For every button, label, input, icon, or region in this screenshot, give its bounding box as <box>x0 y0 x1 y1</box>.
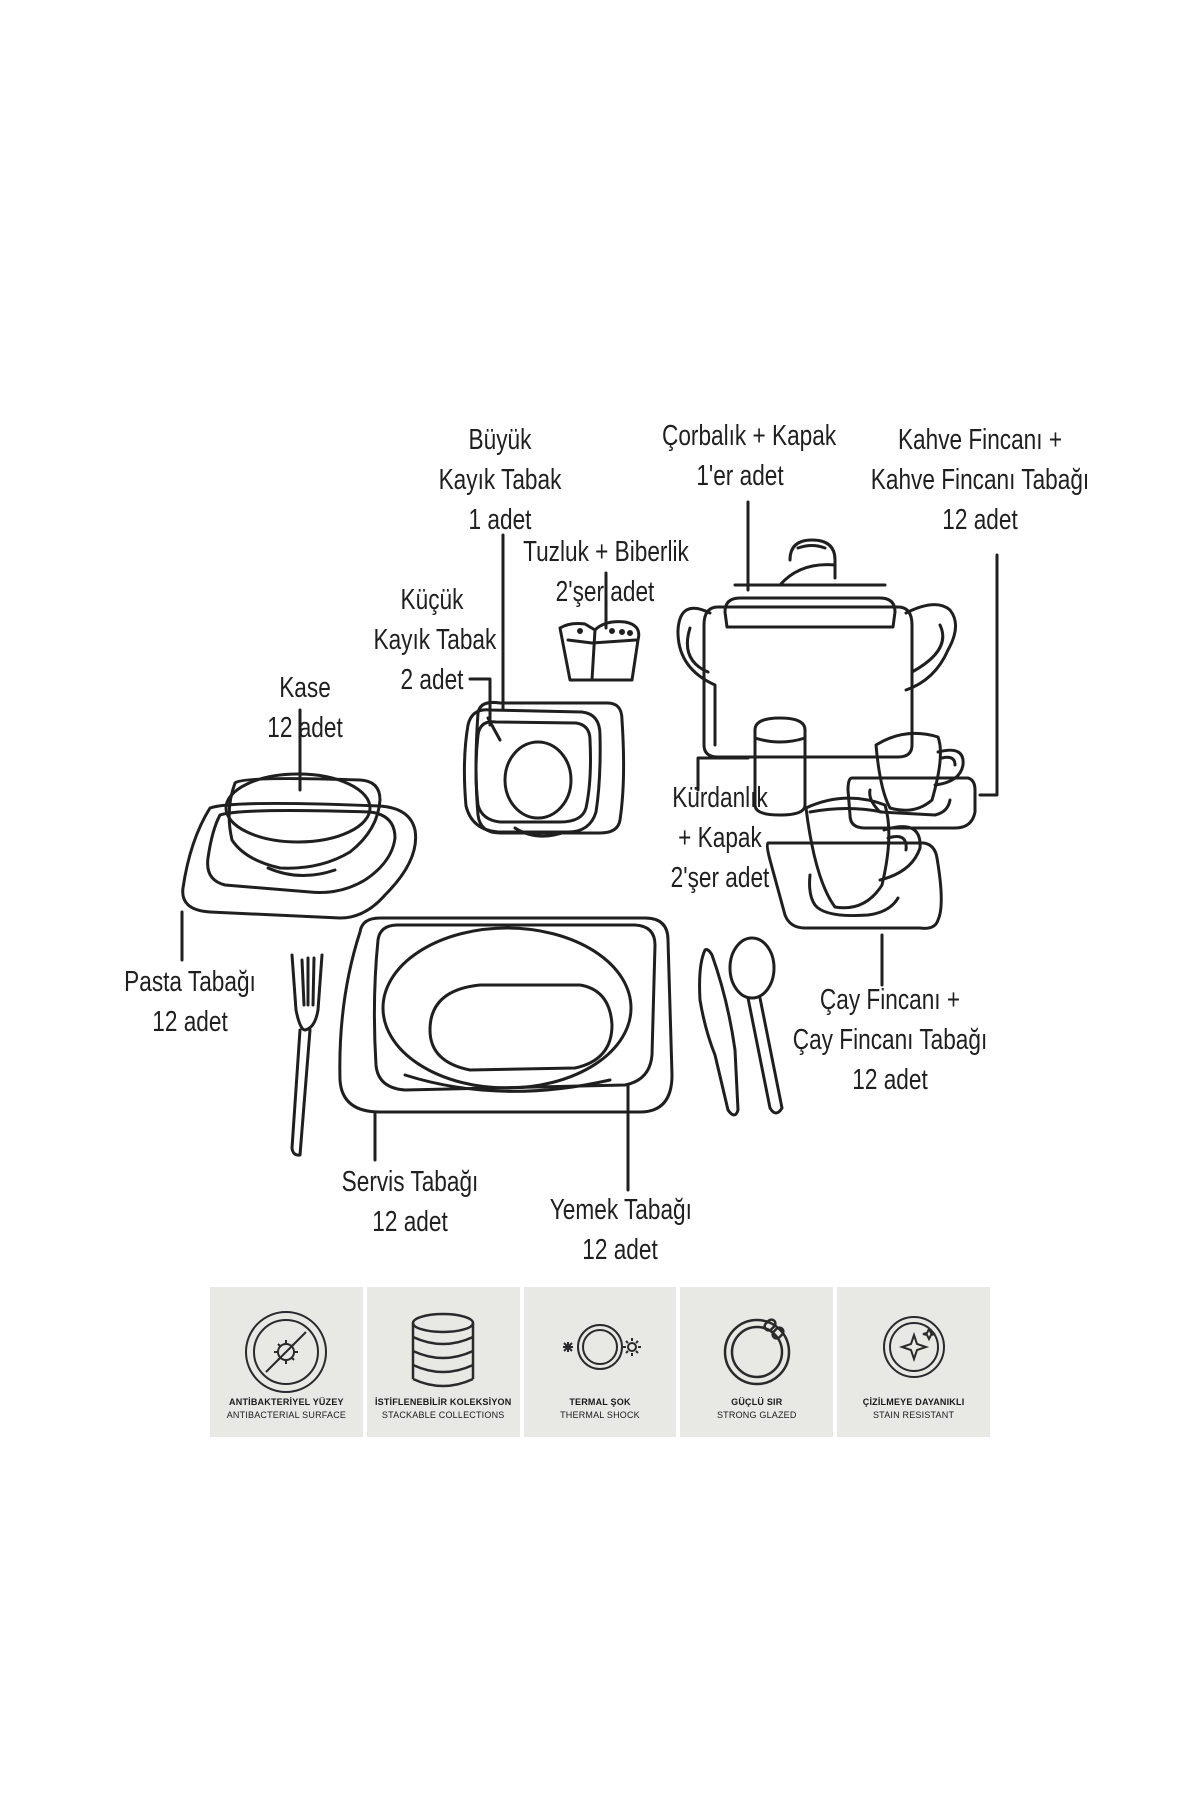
small-boat-plate <box>462 708 602 838</box>
leader-lines <box>180 500 999 1192</box>
feature-strip: ANTİBAKTERİYEL YÜZEY ANTIBACTERIAL SURFA… <box>210 1287 990 1437</box>
feature-subtitle: STAIN RESISTANT <box>872 1410 955 1420</box>
service-dinner-plate <box>338 916 674 1114</box>
label-line: 12 adet <box>372 1206 448 1238</box>
salt-pepper-shakers <box>558 620 641 682</box>
label-tuzluk-biberlik: Tuzluk + Biberlik 2'şer adet <box>523 532 689 612</box>
stack-icon <box>411 1312 475 1388</box>
label-line: 2'şer adet <box>555 576 655 608</box>
label-line: Çay Fincanı Tabağı <box>792 1024 988 1056</box>
label-line: 2'şer adet <box>670 862 770 894</box>
label-line: + Kapak <box>678 822 762 854</box>
feature-title: TERMAL ŞOK <box>569 1397 631 1407</box>
label-line: Tuzluk + Biberlik <box>523 536 689 568</box>
label-kase: Kase 12 adet <box>258 668 352 748</box>
label-line: Çorbalık + Kapak <box>662 420 837 452</box>
label-kahve-fincani: Kahve Fincanı + Kahve Fincanı Tabağı 12 ad… <box>871 420 1089 540</box>
label-line: Servis Tabağı <box>341 1166 479 1198</box>
label-line: Küçük <box>400 584 464 616</box>
label-line: Kase <box>279 672 331 704</box>
label-line: Kürdanlık <box>672 782 768 814</box>
feature-stackable: İSTİFLENEBİLİR KOLEKSİYON STACKABLE COLL… <box>366 1287 520 1437</box>
feature-title: GÜÇLÜ SIR <box>731 1397 783 1407</box>
toothpick-holder <box>753 716 807 817</box>
tea-cup-saucer <box>765 796 943 930</box>
feature-title: ANTİBAKTERİYEL YÜZEY <box>229 1397 344 1407</box>
label-line: 12 adet <box>852 1064 928 1096</box>
label-line: Yemek Tabağı <box>549 1194 692 1226</box>
fork <box>290 953 324 1157</box>
label-line: 12 adet <box>582 1234 658 1266</box>
label-line: 1 adet <box>468 504 532 536</box>
cake-plate-bowl <box>181 772 418 920</box>
feature-title: ÇİZİLMEYE DAYANIKLI <box>862 1397 965 1407</box>
label-line: Çay Fincanı + <box>819 984 961 1016</box>
feature-scratch: ÇİZİLMEYE DAYANIKLI STAIN RESISTANT <box>837 1287 990 1437</box>
feature-thermal: TERMAL ŞOK THERMAL SHOCK <box>523 1287 677 1437</box>
feature-subtitle: ANTIBACTERIAL SURFACE <box>226 1410 347 1420</box>
label-line: Pasta Tabağı <box>124 966 256 998</box>
feature-antibacterial: ANTİBAKTERİYEL YÜZEY ANTIBACTERIAL SURFA… <box>210 1287 363 1437</box>
knife <box>698 948 740 1117</box>
feature-glaze: GÜÇLÜ SIR STRONG GLAZED <box>680 1287 834 1437</box>
label-line: 1'er adet <box>696 460 784 492</box>
label-servis-tabagi: Servis Tabağı 12 adet <box>340 1162 480 1242</box>
label-line: Kayık Tabak <box>438 464 562 496</box>
label-corbalik: Çorbalık + Kapak 1'er adet <box>662 416 837 496</box>
label-line: Kahve Fincanı + <box>897 424 1063 456</box>
label-line: Kayık Tabak <box>373 624 497 656</box>
label-line: Kahve Fincanı Tabağı <box>870 464 1090 496</box>
label-yemek-tabagi: Yemek Tabağı 12 adet <box>549 1190 692 1270</box>
label-line: 12 adet <box>942 504 1018 536</box>
thermal-icon <box>562 1324 641 1370</box>
feature-subtitle: THERMAL SHOCK <box>560 1410 640 1420</box>
feature-title: İSTİFLENEBİLİR KOLEKSİYON <box>374 1397 512 1407</box>
coffee-cup-saucer <box>846 731 977 830</box>
feature-subtitle: STACKABLE COLLECTIONS <box>381 1410 505 1420</box>
feature-subtitle: STRONG GLAZED <box>716 1410 797 1420</box>
label-kurdanlik: Kürdanlık + Kapak 2'şer adet <box>658 778 783 898</box>
label-pasta-tabagi: Pasta Tabağı 12 adet <box>120 962 260 1042</box>
label-line: 12 adet <box>267 712 343 744</box>
label-cay-fincani: Çay Fincanı + Çay Fincanı Tabağı 12 adet <box>789 980 992 1100</box>
label-line: 12 adet <box>152 1006 228 1038</box>
spoon <box>728 936 784 1115</box>
scratch-icon <box>882 1316 945 1378</box>
antibacterial-icon <box>245 1311 328 1393</box>
tureen-illustration <box>676 538 957 759</box>
label-line: 2 adet <box>400 664 464 696</box>
label-line: Büyük <box>468 424 532 456</box>
glaze-icon <box>723 1318 791 1386</box>
